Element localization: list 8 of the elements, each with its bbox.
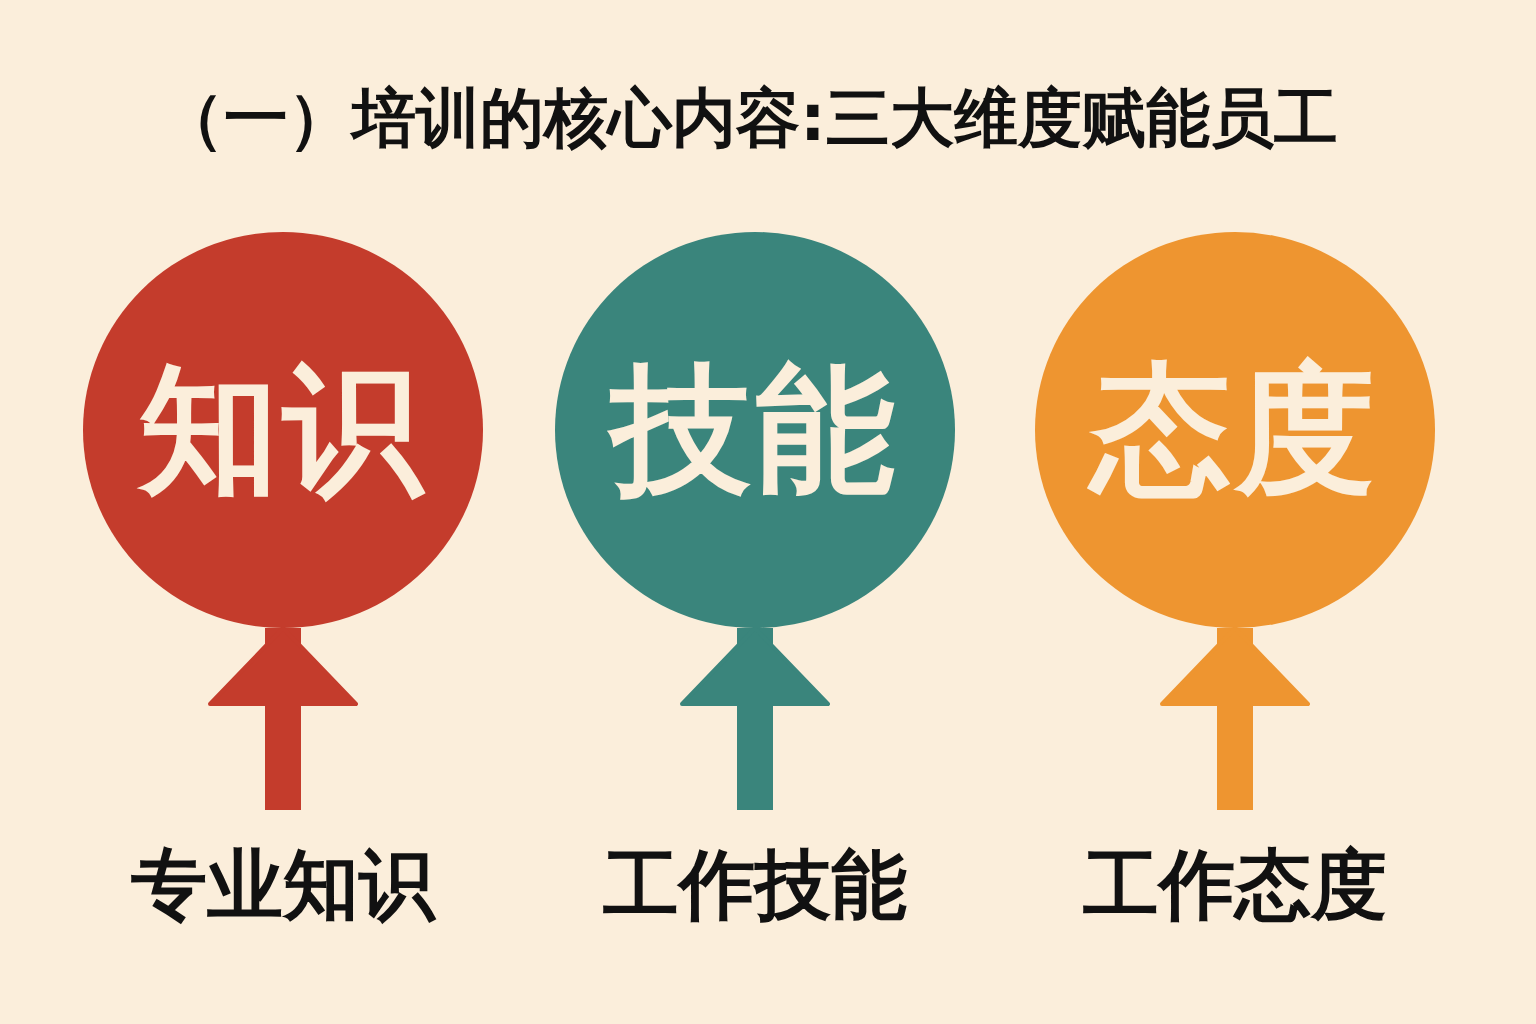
caption-text: 工作态度 [1083,840,1387,930]
caption-text: 工作技能 [603,840,907,930]
arrow [1160,626,1310,810]
title: （一）培训的核心内容:三大维度赋能员工 [160,80,1338,157]
circle-label: 知识 [139,350,427,510]
arrow [208,626,358,810]
arrow [680,626,830,810]
caption-text: 专业知识 [131,840,435,930]
